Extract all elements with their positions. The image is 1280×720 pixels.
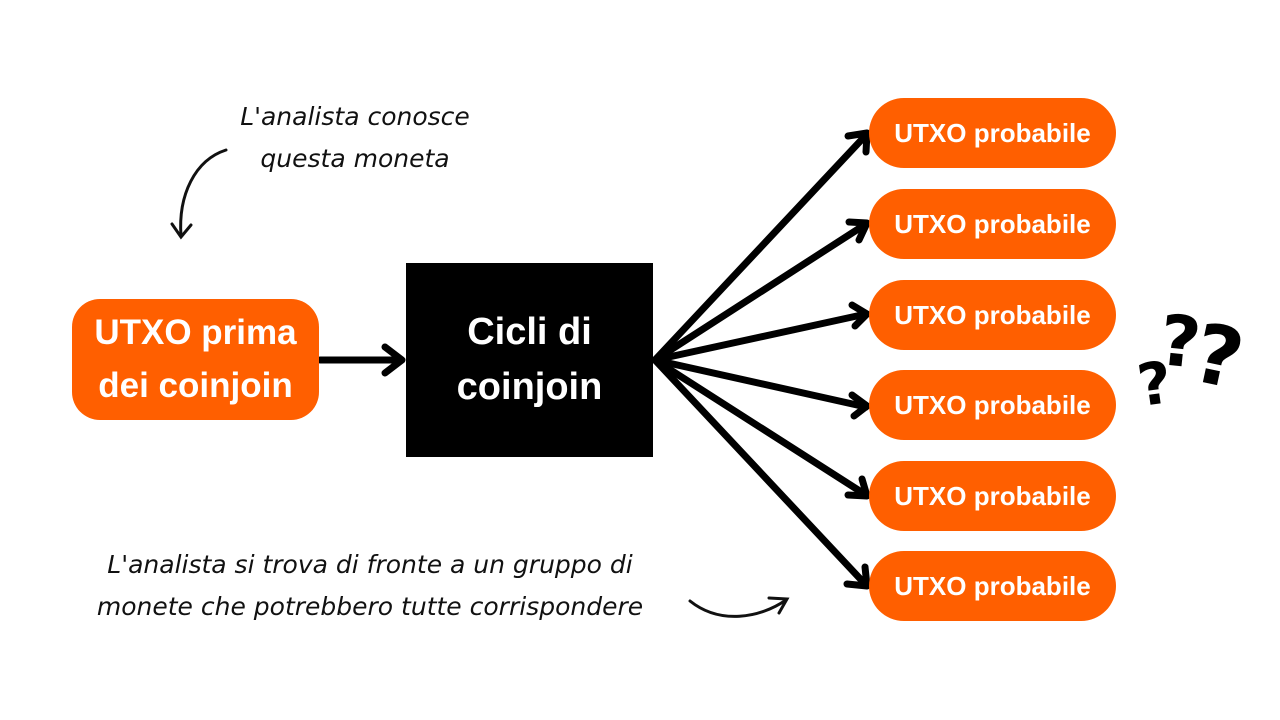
curved-arrow-icon bbox=[179, 148, 228, 238]
source-label-line-2: dei coinjoin bbox=[98, 365, 293, 405]
process-label-line-2: coinjoin bbox=[456, 366, 603, 408]
curved-arrow-icon bbox=[688, 598, 788, 618]
arrow-to-output-1 bbox=[651, 131, 870, 364]
annotation-top-line-1: L'analista conosce bbox=[240, 102, 470, 131]
output-utxo-node: UTXO probabile bbox=[869, 98, 1116, 168]
arrow-to-output-4 bbox=[651, 356, 870, 411]
annotation-top-line-2: questa moneta bbox=[260, 144, 450, 173]
process-label-line-1: Cicli di bbox=[467, 310, 592, 353]
output-utxo-node: UTXO probabile bbox=[869, 461, 1116, 531]
annotation-bottom-line-2: monete che potrebbero tutte corrisponder… bbox=[96, 592, 644, 621]
arrow-to-output-2 bbox=[651, 220, 870, 364]
question-marks-icon: ? ? ? bbox=[1133, 299, 1251, 420]
annotation-known-coin: L'analista conosce questa moneta bbox=[200, 96, 510, 180]
output-utxo-node: UTXO probabile bbox=[869, 189, 1116, 259]
coinjoin-cycles-node: Cicli di coinjoin bbox=[406, 263, 653, 457]
output-utxo-node: UTXO probabile bbox=[869, 280, 1116, 350]
output-utxo-node: UTXO probabile bbox=[869, 551, 1116, 621]
svg-text:?: ? bbox=[1156, 299, 1205, 385]
source-utxo-node: UTXO prima dei coinjoin bbox=[72, 299, 319, 420]
annotation-bottom-line-1: L'analista si trova di fronte a un grupp… bbox=[107, 550, 633, 579]
output-utxo-node: UTXO probabile bbox=[869, 370, 1116, 440]
source-label-line-1: UTXO prima bbox=[94, 313, 297, 352]
arrow-to-output-5 bbox=[651, 356, 870, 499]
arrow-head-source bbox=[381, 343, 406, 377]
arrow-to-output-6 bbox=[651, 356, 870, 589]
arrow-to-output-3 bbox=[651, 310, 870, 364]
annotation-candidate-coins: L'analista si trova di fronte a un grupp… bbox=[70, 544, 670, 628]
